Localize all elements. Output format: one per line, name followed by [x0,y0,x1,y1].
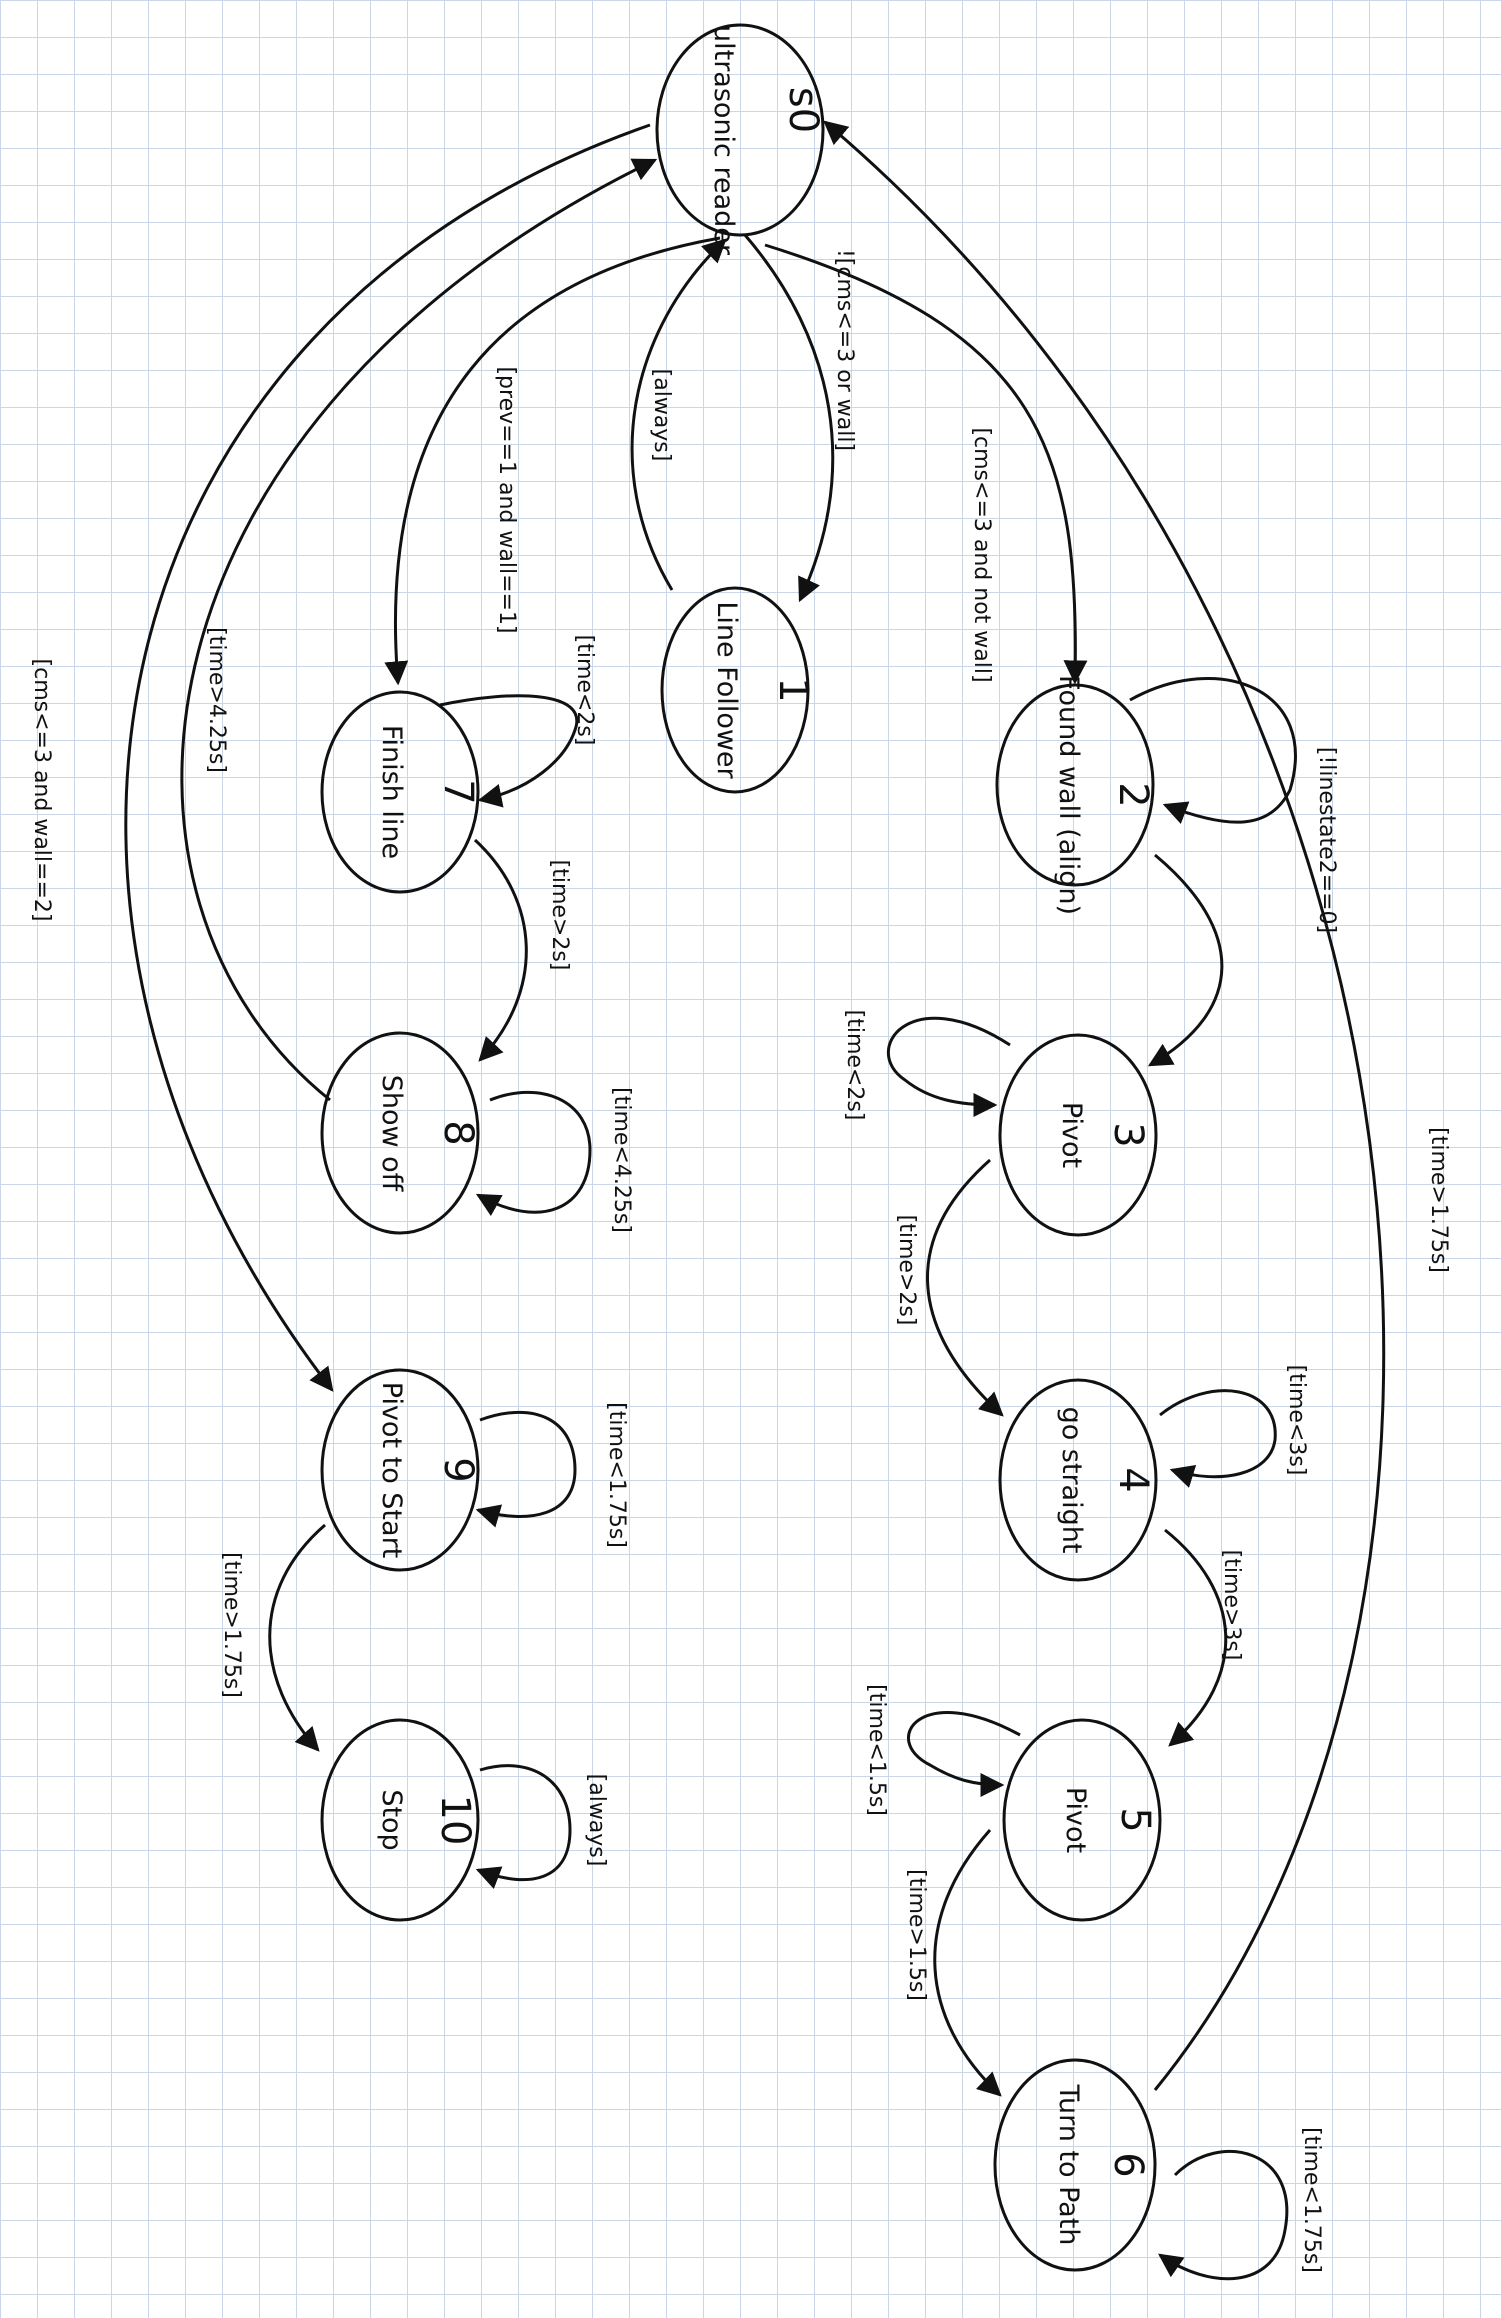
state-number: 3 [1105,1122,1151,1147]
state-number: 8 [435,1120,481,1145]
state-number: 5 [1112,1807,1158,1832]
edge-s9-self: [time<1.75s] [475,1402,629,1548]
state-number: 2 [1110,782,1156,807]
state-s1: 1 Line Follower [660,586,816,794]
edge-s7-s8: [time>2s] [473,838,572,1062]
state-number: 7 [435,779,481,804]
edge-label: [cms<=3 and wall==2] [29,659,54,922]
edge-label: [time>4.25s] [204,627,229,773]
edge-s6-self: [time<1.75s] [1158,2127,1324,2281]
state-s10: 10 Stop [320,1718,480,1922]
state-name: Pivot [1056,1102,1087,1168]
state-number: 6 [1105,2152,1151,2177]
state-name: Show off [376,1075,407,1193]
edge-label: [time>3s] [1219,1550,1244,1661]
edge-s6-s0: [time>1.75s] [823,120,1451,2091]
edge-label: [time>1.75s] [1426,1127,1451,1273]
edge-label: [time<1.5s] [864,1684,889,1816]
state-number: 9 [435,1457,481,1482]
state-name: ultrasonic reader [708,25,739,256]
edge-label: [time<3s] [1284,1365,1309,1476]
edge-label: [time>2s] [547,860,572,971]
state-s4: 4 go straight [998,1378,1158,1582]
edge-label: [always] [584,1774,609,1867]
edge-s5-s6: [time>1.5s] [904,1829,1002,2097]
state-s6: 6 Turn to Path [993,2058,1157,2272]
edge-label: [cms<=3 and not wall] [969,427,994,682]
state-name: Finish line [376,725,407,859]
edge-label: [time<4.25s] [609,1087,634,1233]
state-name: go straight [1056,1407,1087,1554]
state-name: Found wall (align) [1053,675,1084,915]
edge-s9-s10: [time>1.75s] [219,1523,326,1752]
edge-s0-s7: [prev==1 and wall==1] [384,236,721,686]
state-s3: 3 Pivot [998,1033,1158,1237]
edge-label: [time>1.5s] [904,1869,929,2001]
edge-s0-s1: ![cms<=3 or wall] [743,234,857,603]
edge-label: [prev==1 and wall==1] [494,366,519,633]
state-name: Line Follower [711,601,742,779]
edge-label: [time<2s] [842,1010,867,1121]
state-number: 4 [1110,1467,1156,1492]
edge-s0-s9: [cms<=3 and wall==2] [29,123,651,1392]
edge-s3-self: [time<2s] [842,1010,1011,1121]
edge-s10-self: [always] [475,1764,609,1889]
edge-s8-self: [time<4.25s] [475,1087,634,1233]
state-name: Pivot to Start [376,1382,407,1559]
edge-s0-s2: [cms<=3 and not wall] [764,243,1088,685]
state-s9: 9 Pivot to Start [320,1368,481,1572]
state-s2: 2 Found wall (align) [995,675,1156,915]
edge-s7-self: [time<2s] [439,635,597,808]
state-s8: 8 Show off [320,1031,481,1235]
edge-s3-s4: [time>2s] [894,1158,1004,1417]
edge-label: ![cms<=3 or wall] [832,249,857,451]
edge-label: [time>1.75s] [219,1552,244,1698]
edge-s4-s5: [time>3s] [1164,1528,1244,1747]
state-number: 1 [770,677,816,702]
edge-label: [time<1.75s] [1299,2127,1324,2273]
state-number: s0 [780,87,826,133]
state-s7: 7 Finish line [320,690,481,894]
edge-s2-s3 [1147,853,1224,1067]
edge-label: [time>2s] [894,1215,919,1326]
state-s5: 5 Pivot [1002,1718,1162,1922]
state-name: Stop [376,1789,407,1850]
state-s0: s0 ultrasonic reader [655,23,826,256]
edge-s1-s0: [always] [630,238,727,591]
state-name: Pivot [1060,1787,1091,1853]
edge-label: [time<2s] [572,635,597,746]
state-name: Turn to Path [1053,2084,1084,2246]
edge-s8-s0: [time>4.25s] [180,158,658,1102]
edge-label: [!linestate2==0] [1314,747,1339,933]
edge-label: [time<1.75s] [604,1402,629,1548]
edge-label: [always] [649,369,674,462]
edge-s4-self: [time<3s] [1159,1365,1309,1488]
edge-s5-self: [time<1.5s] [864,1684,1021,1816]
edge-s2-self: [!linestate2==0] [1129,677,1339,933]
state-number: 10 [432,1795,478,1846]
